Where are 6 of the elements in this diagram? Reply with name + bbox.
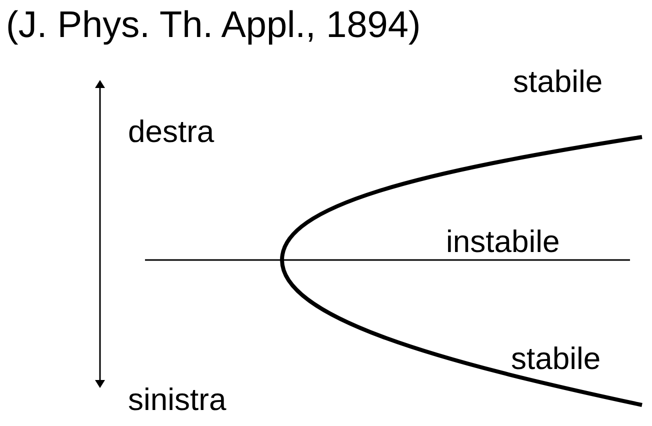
curve-label: destra <box>128 116 214 147</box>
curve-label: stabile <box>513 66 603 97</box>
title: (J. Phys. Th. Appl., 1894) <box>6 6 421 43</box>
curve-label: instabile <box>446 226 560 257</box>
curve-label: stabile <box>511 343 601 374</box>
curve-label: sinistra <box>128 384 226 415</box>
